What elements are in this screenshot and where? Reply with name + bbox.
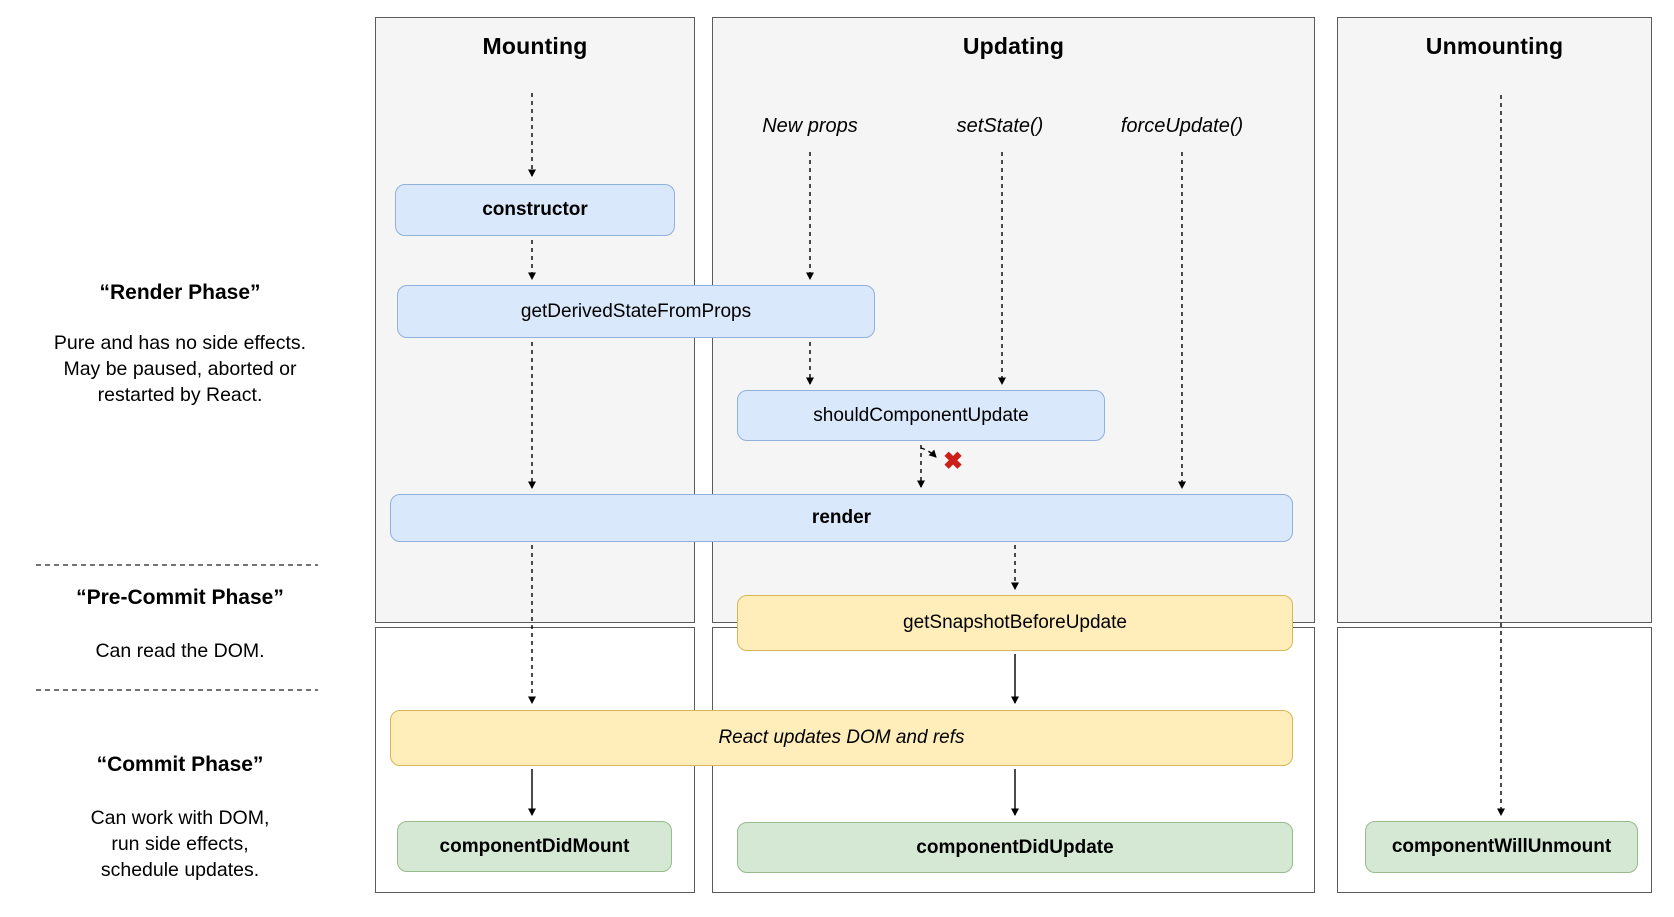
render-phase-description: Pure and has no side effects. May be pau… (30, 330, 330, 408)
node-get-derived-state-from-props: getDerivedStateFromProps (397, 285, 875, 338)
node-react-updates-dom: React updates DOM and refs (390, 710, 1293, 766)
pre-commit-phase-line: Can read the DOM. (95, 640, 265, 662)
commit-phase-line: run side effects, (111, 833, 249, 855)
node-render: render (390, 494, 1293, 542)
unmounting-column-title: Unmounting (1425, 33, 1564, 59)
pre-commit-phase-description: Can read the DOM. (30, 638, 330, 664)
updating-column-title: Updating (962, 33, 1065, 59)
unmounting-column-top (1337, 17, 1652, 623)
commit-phase-title: “Commit Phase” (96, 753, 264, 776)
node-component-did-mount: componentDidMount (397, 821, 672, 872)
trigger-new-props: New props (762, 115, 858, 137)
render-phase-title: “Render Phase” (99, 281, 261, 304)
mounting-column-title: Mounting (482, 33, 588, 59)
trigger-force-update: forceUpdate() (1120, 115, 1244, 137)
commit-phase-description: Can work with DOM, run side effects, sch… (30, 805, 330, 883)
reject-x-icon: ✖ (943, 448, 964, 475)
render-phase-line: restarted by React. (97, 384, 263, 406)
commit-phase-line: schedule updates. (100, 859, 260, 881)
node-constructor: constructor (395, 184, 675, 236)
trigger-set-state: setState() (956, 115, 1044, 137)
pre-commit-phase-title: “Pre-Commit Phase” (76, 586, 284, 609)
node-component-did-update: componentDidUpdate (737, 822, 1293, 873)
commit-phase-line: Can work with DOM, (90, 807, 270, 829)
render-phase-line: Pure and has no side effects. (53, 332, 307, 354)
node-component-will-unmount: componentWillUnmount (1365, 821, 1638, 873)
node-should-component-update: shouldComponentUpdate (737, 390, 1105, 441)
render-phase-line: May be paused, aborted or (63, 358, 297, 380)
node-get-snapshot-before-update: getSnapshotBeforeUpdate (737, 595, 1293, 651)
